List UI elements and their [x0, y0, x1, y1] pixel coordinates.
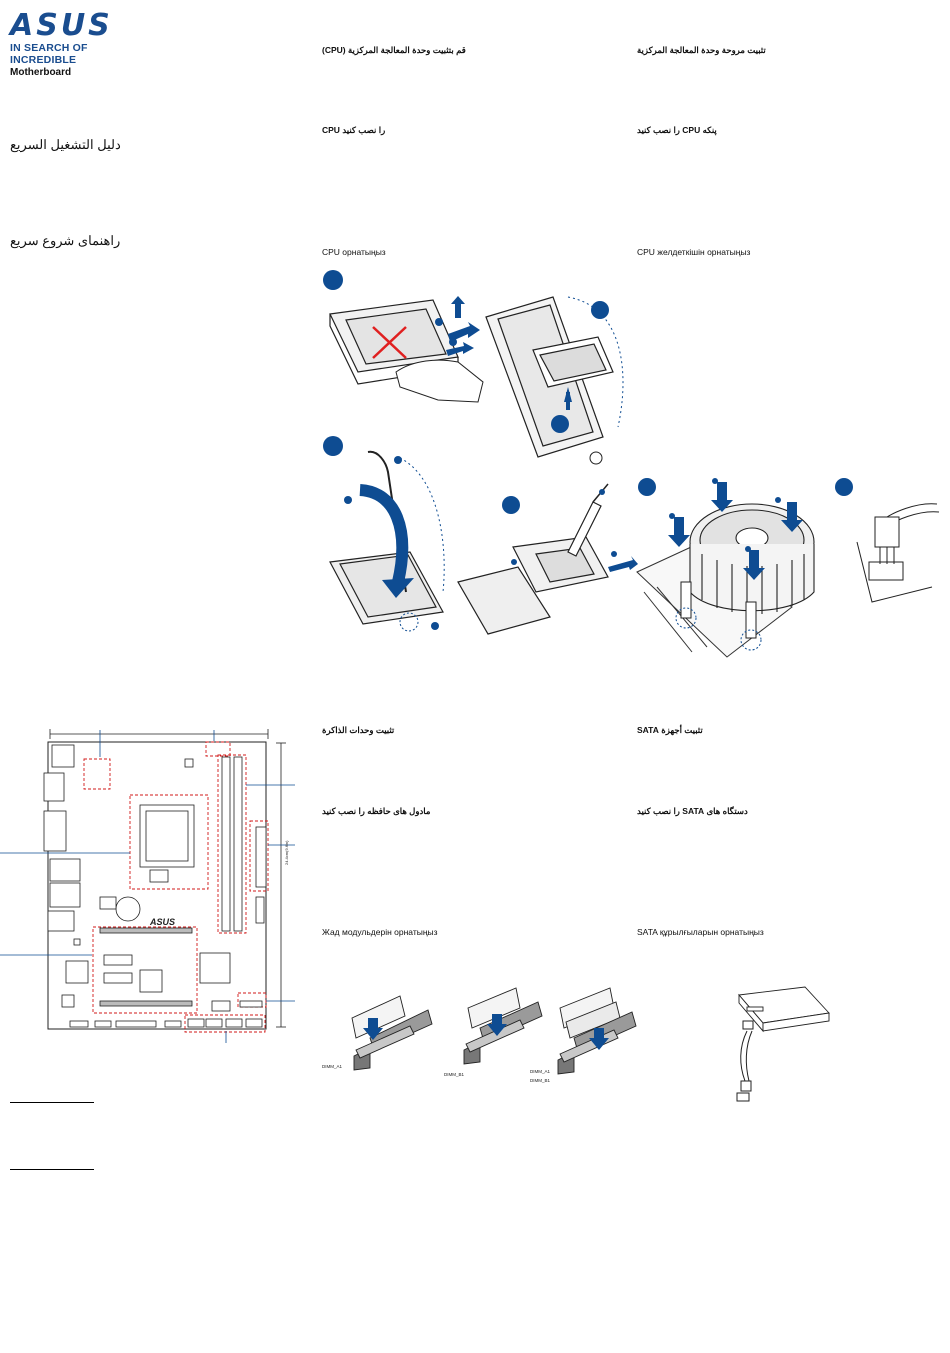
callout-lines [0, 730, 295, 1043]
cooler-heading-arabic: تثبيت مروحة وحدة المعالجة المركزية [637, 45, 766, 55]
dimm-label: DIMM_A1 [322, 1064, 343, 1069]
thermal-paste-illustration [457, 483, 609, 635]
cpu-heading-arabic: قم بتثبيت وحدة المعالجة المركزية (CPU) [322, 45, 466, 55]
rear-io [43, 744, 81, 932]
cooler-install-illustration [636, 478, 940, 658]
board-brand-logo: ASUS [149, 917, 175, 927]
memory-heading-arabic: تثبيت وحدات الذاكرة [322, 725, 395, 735]
motherboard-layout: ASUS 24.4cm(9.6in) [0, 729, 295, 1043]
socket-screw [589, 451, 603, 465]
brand-name: ASUS [10, 8, 113, 43]
step-dot [611, 551, 617, 557]
memory-heading-persian: مادول های حافظه را نصب کنید [322, 806, 431, 816]
sata-drive [738, 986, 830, 1033]
dimm-label: DIMM_B1 [444, 1072, 465, 1077]
hand-icon [395, 359, 484, 403]
dashed-arc [399, 457, 445, 593]
memory-install-illustration: DIMM_A1 DIMM_B1 DIMM_A1 DIMM_B1 [322, 987, 637, 1083]
cpu-install-illustration [323, 270, 638, 635]
cpu-heading-kazakh: CPU орнатыңыз [322, 247, 386, 257]
step-badge [502, 496, 520, 514]
arrow-icon [382, 578, 414, 598]
pin-highlight [675, 607, 697, 629]
pin-highlight [740, 629, 762, 651]
step-2-badge [835, 478, 853, 496]
step-1-badge [323, 270, 343, 290]
arrow-icon [487, 1014, 507, 1036]
step-dot [449, 338, 457, 346]
sata-install-illustration [736, 986, 830, 1102]
sata-heading-kazakh: SATA құрылғыларын орнатыңыз [637, 927, 764, 937]
dimm-slots [221, 756, 243, 932]
step-dot [394, 456, 402, 464]
cpu-heading-persian: CPU را نصب کنید [322, 125, 386, 135]
fan-connector-illustration [856, 503, 940, 603]
step-3-badge [551, 415, 569, 433]
step-dot [775, 497, 781, 503]
dashed-arc [567, 296, 624, 428]
chipset-components [61, 758, 267, 1028]
cpu-cooler [689, 503, 815, 614]
asus-logo: ASUS IN SEARCH OF INCREDIBLE [10, 8, 150, 67]
quick-start-title-arabic: دليل التشغيل السريع [10, 137, 121, 152]
product-label: Motherboard [10, 67, 72, 78]
sata-cable [736, 1020, 754, 1102]
step-dot [599, 489, 605, 495]
push-pin [680, 581, 757, 639]
red-x-icon [372, 326, 407, 359]
highlight-regions [83, 741, 269, 1033]
dimm-label: DIMM_A1 [530, 1069, 551, 1074]
step-badge [323, 436, 343, 456]
arrow-icon [359, 484, 409, 584]
step-dot [745, 546, 751, 552]
arrow-icon [564, 387, 572, 410]
board-dimension-label: 24.4cm(9.6in) [284, 840, 289, 865]
arrow-icon [363, 1018, 383, 1040]
quick-start-title-persian: راهنمای شروع سریع [10, 233, 121, 248]
cpu-socket-frame [329, 299, 459, 385]
dimm-illustration-1 [351, 995, 433, 1071]
cooler-heading-persian: پنکه CPU را نصب کنید [637, 125, 717, 135]
cooler-heading-kazakh: CPU желдеткішін орнатыңыз [637, 247, 751, 257]
cpu-lever-illustration [329, 450, 444, 625]
step-dot [435, 318, 443, 326]
step-1-badge [638, 478, 656, 496]
dimm-label: DIMM_B1 [530, 1078, 551, 1083]
cpu-socket [139, 804, 195, 883]
separator-line [10, 1169, 94, 1170]
step-dot [431, 622, 439, 630]
step-2-badge [591, 301, 609, 319]
step-dot [712, 478, 718, 484]
brand-tagline: IN SEARCH OF INCREDIBLE [10, 42, 88, 66]
cpu-socket-open [485, 296, 614, 458]
sata-heading-persian: دستگاه های SATA را نصب کنید [637, 806, 748, 816]
dimension-line [49, 729, 286, 1028]
screw-highlight [399, 612, 419, 632]
step-dot [669, 513, 675, 519]
arrow-icon [608, 556, 638, 572]
step-dot [511, 559, 517, 565]
step-dot [344, 496, 352, 504]
arrow-icon [446, 296, 480, 356]
arrow-icon [589, 1028, 609, 1050]
arrow-icon [668, 482, 803, 580]
separator-line [10, 1102, 94, 1103]
sata-heading-arabic: تثبيت أجهزة SATA [637, 725, 703, 735]
memory-heading-kazakh: Жад модульдерін орнатыңыз [322, 927, 438, 937]
